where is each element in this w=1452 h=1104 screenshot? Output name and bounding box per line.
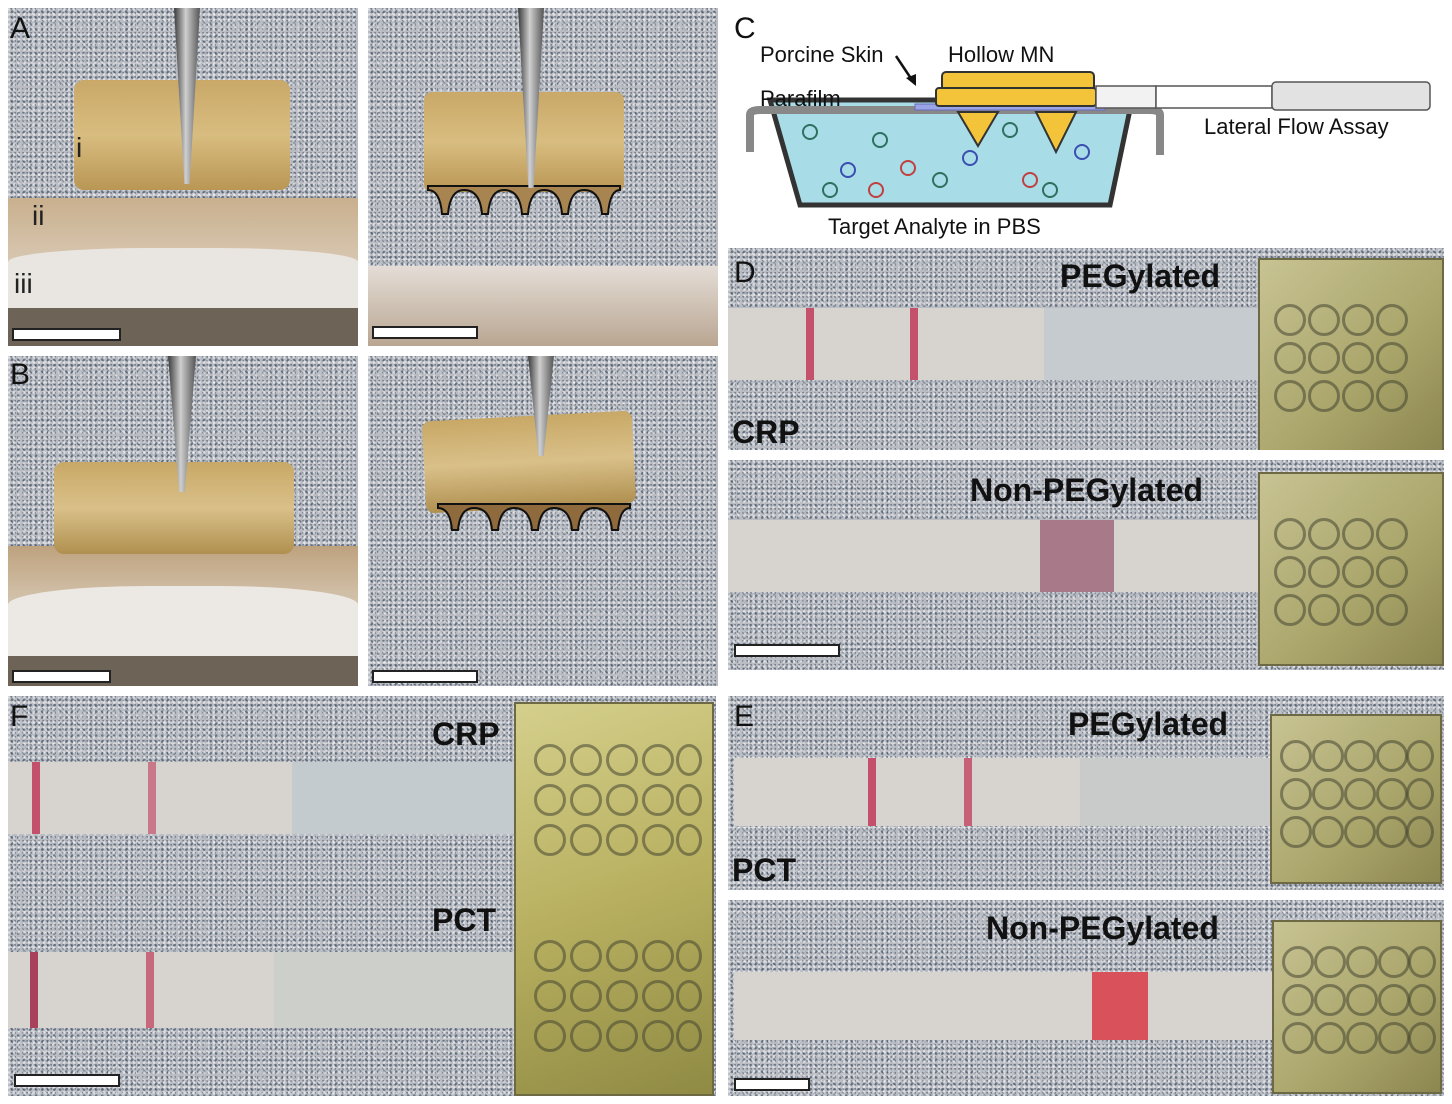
test-line [146, 952, 154, 1028]
label-ii: ii [32, 200, 45, 231]
microneedle-device [514, 702, 714, 1096]
label-f-pct: PCT [432, 902, 496, 938]
label-i: i [76, 132, 83, 163]
panel-d-top [728, 248, 1444, 450]
lfa-strip-2 [1155, 85, 1273, 109]
label-porcine-skin: Porcine Skin [760, 42, 884, 67]
label-d-non-pegylated: Non-PEGylated [970, 472, 1203, 508]
hollow-mn-base [935, 87, 1097, 107]
scale-bar-a-right [372, 326, 478, 339]
analyte-molecules [802, 122, 1090, 198]
lfa-strip-crp [8, 762, 528, 834]
label-e-pegylated: PEGylated [1068, 706, 1229, 742]
panel-e-letter: E [734, 700, 755, 733]
panel-a-letter: A [10, 12, 31, 45]
lfa-strip-3 [1271, 81, 1431, 111]
control-line [30, 952, 38, 1028]
label-iii: iii [14, 268, 33, 299]
scale-bar-b-left [12, 670, 111, 683]
arrowhead [906, 74, 916, 86]
control-line [868, 758, 876, 826]
mn-needle [1034, 111, 1078, 155]
label-hollow-mn: Hollow MN [948, 42, 1055, 67]
microneedle-outline [427, 185, 621, 215]
control-line [32, 762, 40, 834]
test-band [1092, 972, 1148, 1040]
test-line [964, 758, 972, 826]
mn-needle [956, 111, 1000, 148]
test-band [1040, 520, 1114, 592]
test-line [148, 762, 156, 834]
lfa-strip-1 [1095, 85, 1157, 109]
label-f-crp: CRP [432, 716, 500, 752]
lfa-strip [734, 758, 1278, 826]
lfa-strip-pct [8, 952, 528, 1028]
arrow [894, 55, 914, 81]
lfa-strip [728, 520, 1268, 592]
lfa-strip [728, 308, 1268, 380]
panel-a-right-photo [368, 8, 718, 346]
scale-bar-a-left [12, 328, 121, 341]
microneedle-device [1272, 920, 1442, 1094]
label-d-crp: CRP [732, 414, 800, 450]
scale-bar-d [734, 644, 840, 657]
microneedle-device [1258, 258, 1444, 450]
scale-bar-f [14, 1074, 120, 1087]
scale-bar-e [734, 1078, 810, 1091]
label-lateral-flow: Lateral Flow Assay [1204, 114, 1389, 139]
label-e-non-pegylated: Non-PEGylated [986, 910, 1219, 946]
panel-e-top [728, 696, 1444, 890]
microneedle-device [1270, 714, 1442, 884]
label-parafilm: Parafilm [760, 86, 841, 111]
panel-b-letter: B [10, 358, 31, 391]
panel-b-right-photo [368, 356, 718, 686]
label-e-pct: PCT [732, 852, 796, 888]
test-line [910, 308, 918, 380]
panel-d-bottom [728, 460, 1444, 670]
panel-d-letter: D [734, 256, 756, 289]
label-target-analyte: Target Analyte in PBS [828, 214, 1041, 239]
lfa-strip [734, 972, 1278, 1040]
microneedle-device [54, 462, 294, 554]
panel-c-letter: C [734, 12, 756, 45]
scale-bar-b-right [372, 670, 478, 683]
microneedle-device [1258, 472, 1444, 666]
microneedle-outline [437, 503, 631, 531]
control-line [806, 308, 814, 380]
panel-a-left-photo [8, 8, 358, 346]
panel-b-left-photo [8, 356, 358, 686]
panel-c-schematic [746, 55, 1431, 208]
panel-f-letter: F [10, 700, 29, 733]
microneedle-device [421, 410, 637, 514]
pbs-well [766, 97, 1136, 208]
panel-f [8, 696, 716, 1096]
label-d-pegylated: PEGylated [1060, 258, 1221, 294]
panel-e-bottom [728, 900, 1444, 1096]
